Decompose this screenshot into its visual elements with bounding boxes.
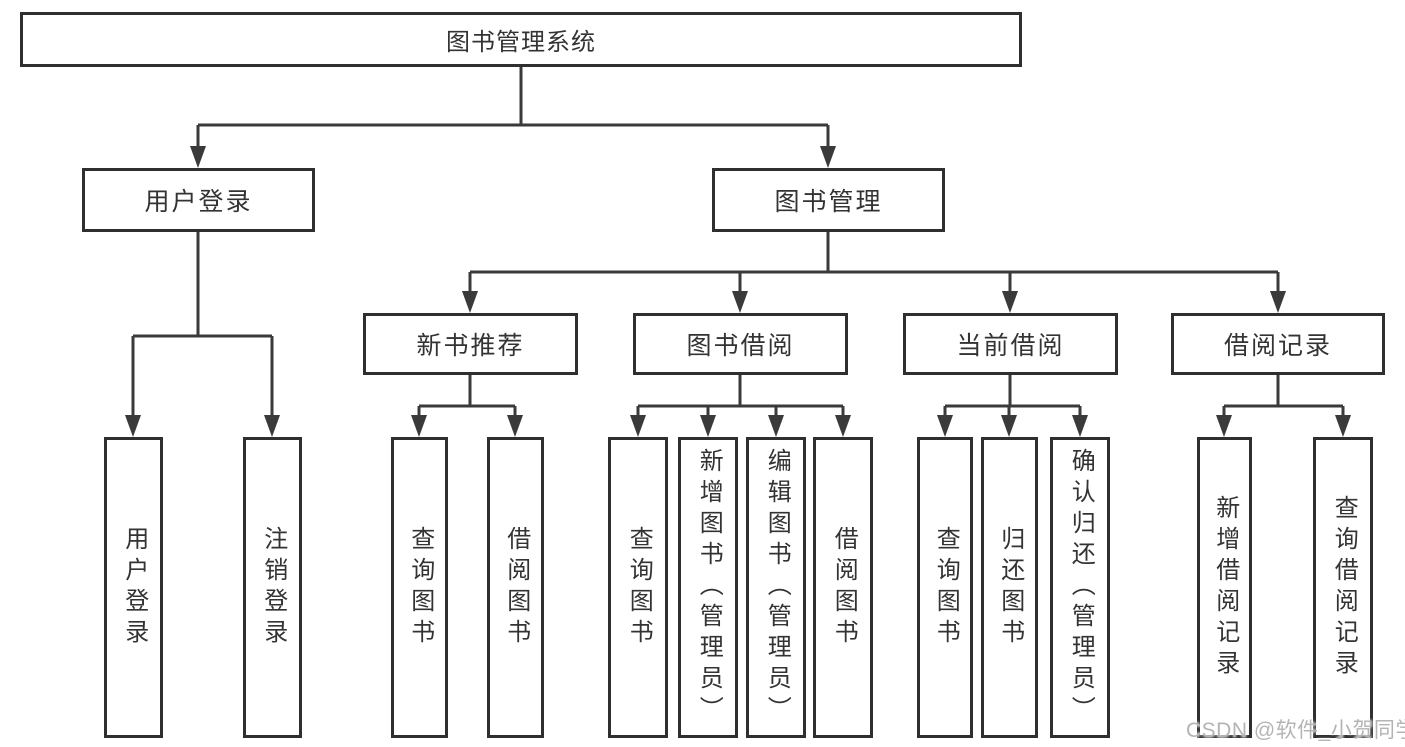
- node-current-borrowing: 当前借阅: [903, 313, 1118, 375]
- node-label: 注销登录: [259, 525, 287, 650]
- arrow-down-icons: [125, 146, 1351, 437]
- node-label: 查询借阅记录: [1330, 494, 1358, 681]
- node-label: 图书管理系统: [446, 29, 596, 56]
- node-book-borrowing: 图书借阅: [633, 313, 848, 375]
- leaf-borrow-books: 借阅图书: [813, 437, 873, 738]
- node-user-login: 用户登录: [82, 168, 315, 232]
- leaf-add-borrow-record: 新增借阅记录: [1197, 437, 1252, 738]
- node-label: 借阅图书: [830, 525, 858, 650]
- node-library-management-system: 图书管理系统: [20, 12, 1022, 67]
- node-book-management: 图书管理: [712, 168, 945, 232]
- node-label: 归还图书: [996, 525, 1024, 650]
- node-label: 图书管理: [774, 188, 883, 216]
- node-label: 当前借阅: [956, 332, 1065, 360]
- node-label: 借阅图书: [502, 525, 530, 650]
- node-label: 编辑图书（管理员）: [763, 448, 791, 727]
- node-label: 查询图书: [406, 525, 434, 650]
- node-label: 新书推荐: [416, 332, 525, 360]
- leaf-confirm-return-admin: 确认归还（管理员）: [1050, 437, 1110, 738]
- leaf-query-borrow-record: 查询借阅记录: [1313, 437, 1373, 738]
- leaf-query-books-borrowing: 查询图书: [608, 437, 668, 738]
- leaf-edit-books-admin: 编辑图书（管理员）: [746, 437, 806, 738]
- node-label: 用户登录: [120, 525, 148, 650]
- leaf-user-login: 用户登录: [104, 437, 163, 738]
- leaf-query-books-current: 查询图书: [917, 437, 973, 738]
- node-label: 查询图书: [625, 525, 653, 650]
- node-label: 图书借阅: [686, 332, 795, 360]
- node-label: 新增图书（管理员）: [695, 448, 723, 727]
- node-label: 确认归还（管理员）: [1067, 448, 1095, 727]
- leaf-borrow-books-recommend: 借阅图书: [487, 437, 544, 738]
- node-new-book-recommendation: 新书推荐: [363, 313, 578, 375]
- node-label: 查询图书: [932, 525, 960, 650]
- leaf-return-books: 归还图书: [981, 437, 1038, 738]
- leaf-add-books-admin: 新增图书（管理员）: [678, 437, 738, 738]
- node-label: 用户登录: [144, 188, 253, 216]
- node-borrowing-records: 借阅记录: [1171, 313, 1385, 375]
- watermark: CSDN @软件_小贺同学: [1186, 719, 1405, 742]
- connector-path: [131, 67, 1345, 419]
- leaf-query-books-recommend: 查询图书: [391, 437, 448, 738]
- leaf-logout: 注销登录: [243, 437, 302, 738]
- node-label: 借阅记录: [1223, 332, 1332, 360]
- node-label: 新增借阅记录: [1211, 494, 1239, 681]
